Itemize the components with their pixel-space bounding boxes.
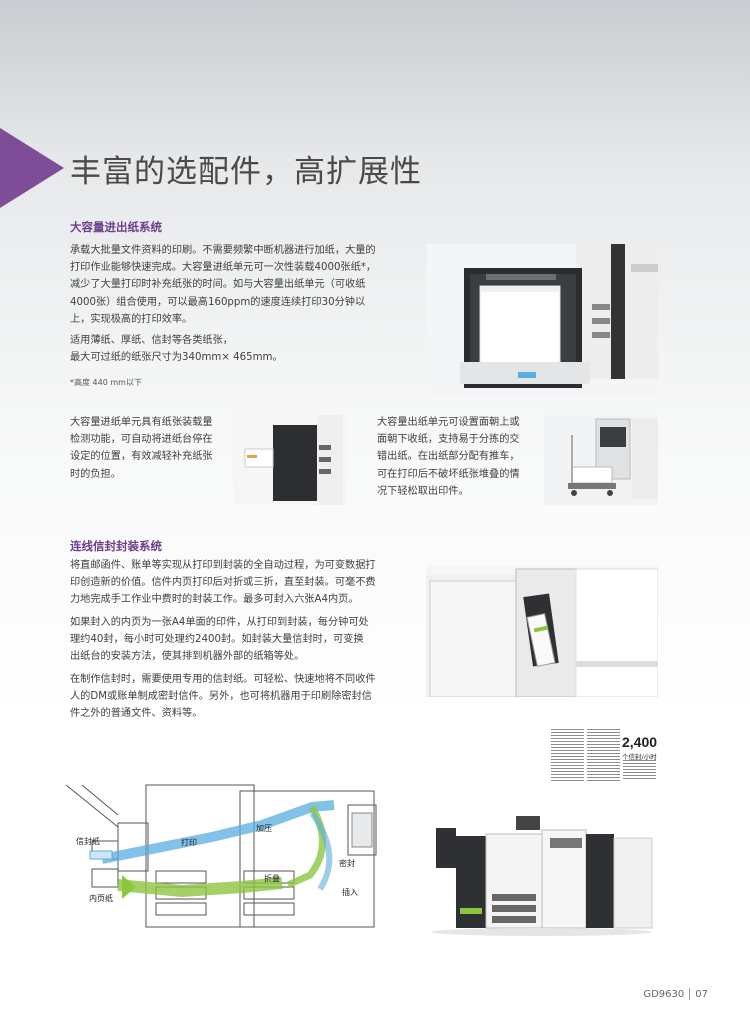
height-footnote: *高度 440 mm以下 [70, 378, 142, 387]
label-insert-paper: 内页纸 [89, 894, 113, 903]
label-print: 打印 [181, 838, 197, 847]
full-system-photo [430, 808, 655, 940]
section-heading-paper-system: 大容量进出纸系统 [70, 220, 162, 234]
footer-model: GD9630 [643, 989, 685, 1000]
footer-divider [689, 988, 691, 1000]
envelope-process-diagram [62, 765, 402, 940]
feeder-unit-photo [426, 244, 658, 396]
page-title: 丰富的选配件，高扩展性 [70, 154, 422, 190]
label-envelope-paper: 信封纸 [76, 837, 100, 846]
section2-paragraph-1: 将直邮函件、账单等实现从打印到封装的全自动过程，为可变数据打 印创造新的价值。信… [70, 560, 376, 606]
section1-paragraph-1: 承载大批量文件资料的印刷。不需要频繁中断机器进行加纸，大量的 打印作业能够快速完… [70, 245, 377, 325]
feeder-detail-photo [233, 415, 347, 505]
stat-unit: 个信封/小时 [622, 753, 657, 761]
stat-lines-block-3 [623, 760, 656, 781]
stat-lines-block-1 [551, 729, 584, 781]
page-footer: GD9630 07 [643, 988, 708, 1000]
section2-paragraph-2: 如果封入的内页为一张A4单面的印件，从打印到封装，每分钟可处 理约40封，每小时… [70, 617, 369, 663]
section-heading-envelope-system: 连线信封封装系统 [70, 539, 162, 553]
purple-triangle-marker [0, 128, 64, 208]
feeder-feature-text: 大容量进纸单元具有纸张装载量 检测功能，可自动将进纸台停在 设定的位置，有效减轻… [70, 417, 213, 480]
label-seal: 密封 [339, 859, 355, 868]
stat-lines-block-2 [587, 729, 620, 781]
envelope-unit-photo [426, 565, 658, 697]
label-insert: 插入 [342, 888, 358, 897]
label-fold: 折叠 [264, 874, 280, 883]
section2-paragraph-3: 在制作信封时，需要使用专用的信封纸。可轻松、快速地将不同收件 人的DM或账单制成… [70, 674, 376, 720]
stat-value: 2,400 [622, 734, 658, 750]
stacker-cart-photo [544, 415, 658, 505]
stacker-feature-text: 大容量出纸单元可设置面朝上或 面朝下收纸，支持易于分拣的交 错出纸。在出纸部分配… [377, 417, 520, 497]
footer-page-number: 07 [695, 989, 708, 1000]
label-press: 加压 [256, 824, 272, 833]
section1-paragraph-2: 适用薄纸、厚纸、信封等各类纸张， 最大可过纸的纸张尺寸为340mm× 465mm… [70, 335, 283, 364]
